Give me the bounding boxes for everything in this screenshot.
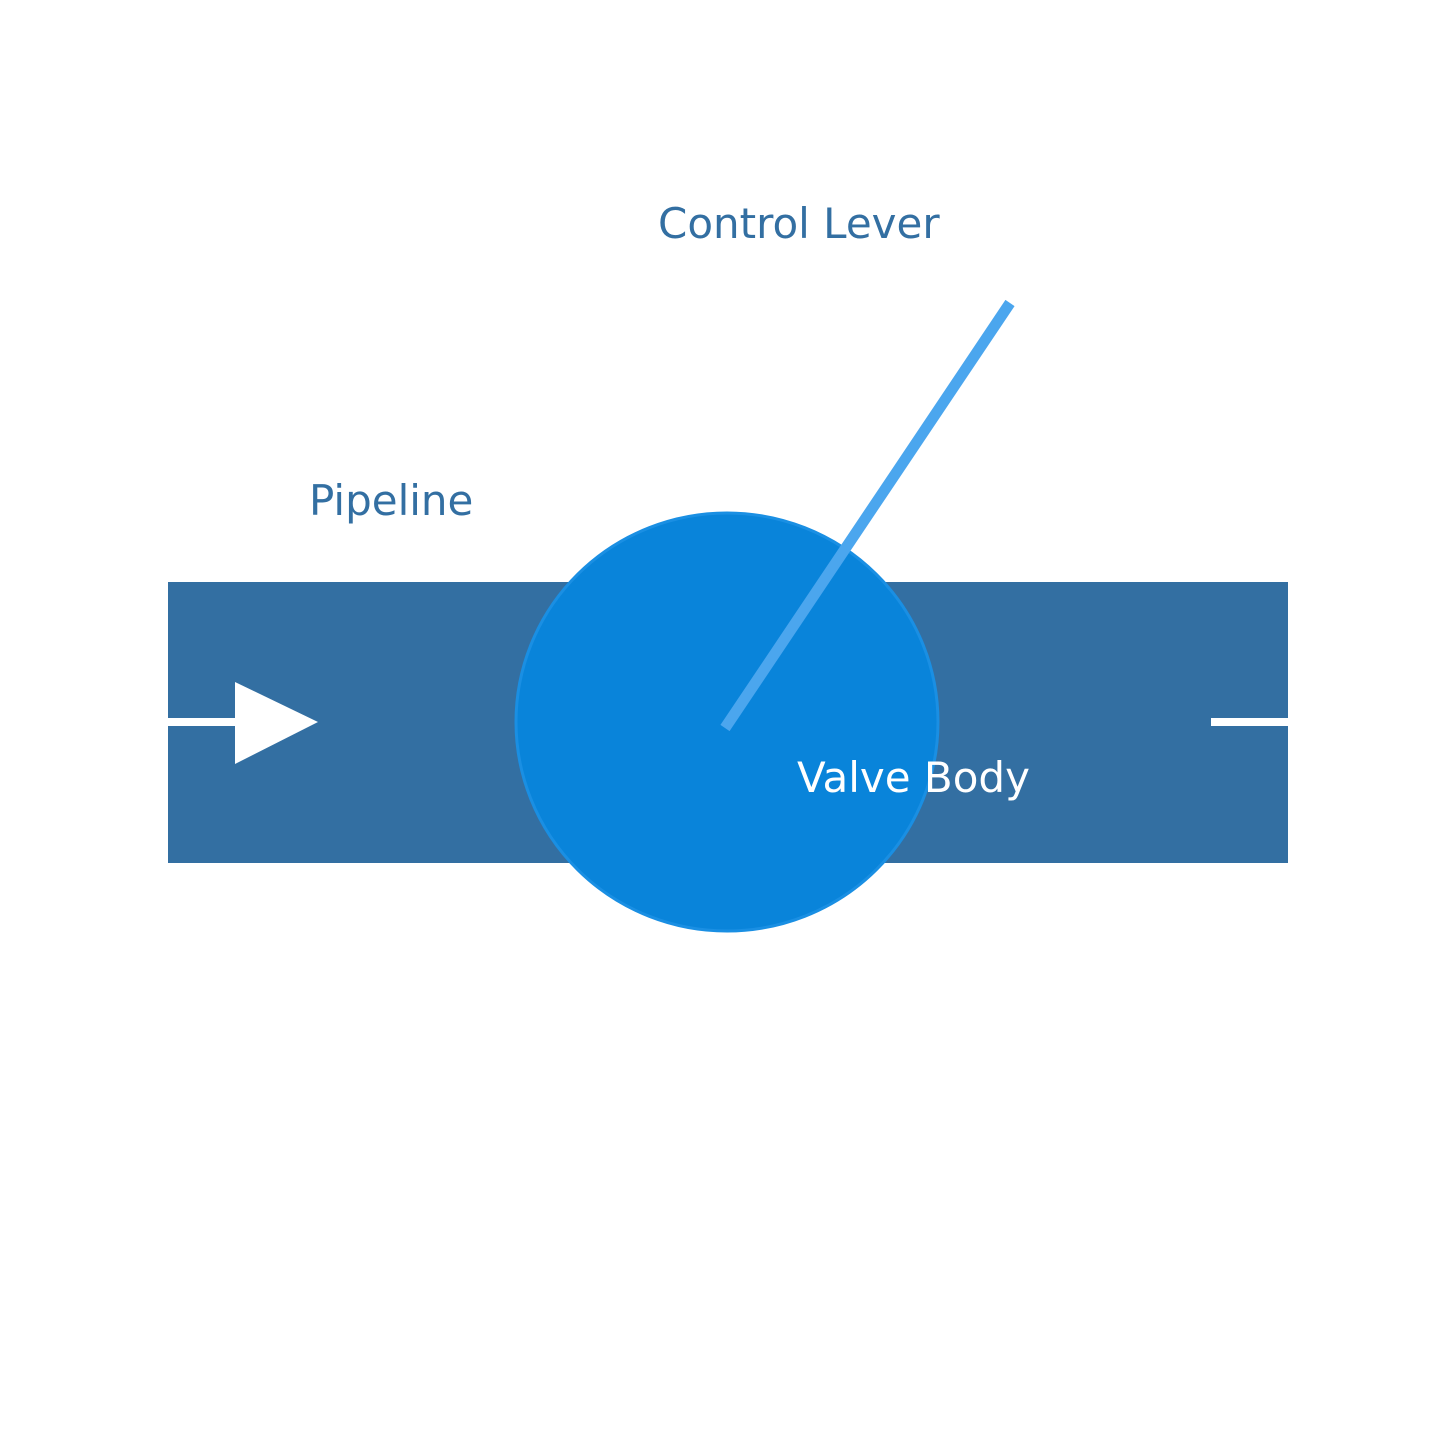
pipeline-label: Pipeline (309, 476, 473, 525)
control-lever (720, 299, 1015, 732)
valve-body-label: Valve Body (797, 753, 1030, 802)
flow-arrow-head-icon (235, 682, 318, 764)
control-lever-label: Control Lever (658, 199, 940, 248)
